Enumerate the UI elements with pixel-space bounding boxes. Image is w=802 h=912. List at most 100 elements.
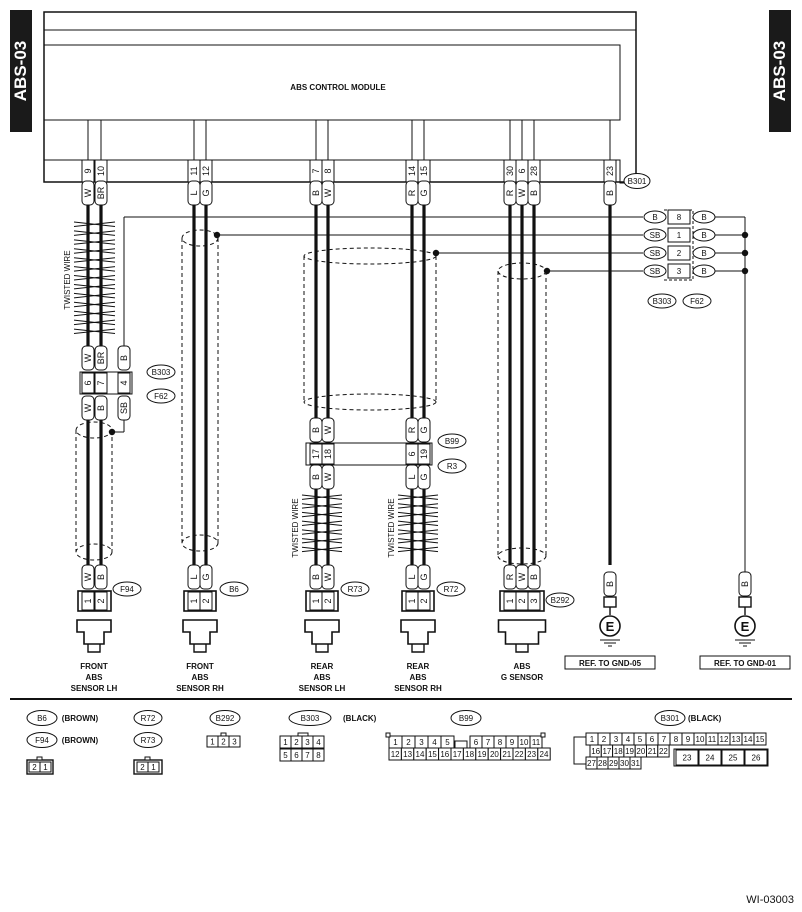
shield-bus-dot-1 <box>741 231 749 239</box>
comp-1-pin-2: 2 <box>201 598 211 603</box>
comp-2-pin-2: 2 <box>323 598 333 603</box>
module-pin-10: 10 <box>96 166 106 176</box>
twisted-wire-front-lh-seg <box>73 239 116 245</box>
legend-b99-pin-9: 9 <box>510 738 515 747</box>
comp-0-color-1-box <box>94 564 108 590</box>
legend-b301-pin-31-cell <box>629 756 642 770</box>
legend-b301-pin-3: 3 <box>614 735 619 744</box>
legend-b301-pin-15-cell <box>753 732 767 746</box>
comp-2-pin-1: 1 <box>311 598 321 603</box>
legend-b301-pin-10: 10 <box>696 735 705 744</box>
legend-2pin-a-2: 2 <box>32 763 37 772</box>
legend-b99-pin-8: 8 <box>498 738 503 747</box>
sensor-3-stem <box>411 644 425 653</box>
legend-b99-key <box>454 740 468 749</box>
twisted-wire-front-lh-seg <box>73 230 116 236</box>
legend-b301-pin-7: 7 <box>662 735 667 744</box>
twisted-wire-rear-rh-seg <box>397 511 439 518</box>
connector-r72-oval <box>436 581 466 597</box>
lh-top-color-1-box <box>94 345 108 371</box>
sensor-3-name-0: REAR <box>407 662 430 671</box>
sensor-2-housing <box>304 619 340 645</box>
legend-b99-pin-19: 19 <box>478 750 487 759</box>
legend-b99-pin-2: 2 <box>406 738 411 747</box>
legend-b301-pin-20: 20 <box>636 747 645 756</box>
rear-inline-pin-19-cell <box>417 443 431 465</box>
twisted-wire-rear-lh-seg <box>301 546 343 553</box>
ground-0-symbol-ring <box>599 615 621 637</box>
lh-inline-frame <box>79 371 133 395</box>
lh-top-color-2: B <box>119 355 129 361</box>
legend-b301-bracket <box>573 736 586 765</box>
twisted-wire-rear-lh-seg <box>301 511 343 518</box>
legend-b301-pin-22: 22 <box>659 747 668 756</box>
legend-b301-oval <box>654 710 686 726</box>
shield-front-rh-top <box>181 229 219 247</box>
legend-b303-pin-5: 5 <box>283 751 288 760</box>
legend-b303-pin-4: 4 <box>316 738 321 747</box>
comp-0-pin-1-cell <box>81 591 95 611</box>
module-pin-6: 6 <box>517 168 527 173</box>
lh-inline-f62: F62 <box>154 392 168 401</box>
legend-b301-pin-13: 13 <box>732 735 741 744</box>
legend-2pin-b-1: 1 <box>151 763 156 772</box>
sensor-3-name-1: ABS <box>410 673 428 682</box>
wire-color-23: B <box>605 190 615 196</box>
legend-b99-pin-3: 3 <box>419 738 424 747</box>
connector-r73-oval <box>340 581 370 597</box>
comp-4-pin-2: 2 <box>517 598 527 603</box>
rear-top-color-1: W <box>323 425 333 434</box>
twisted-wire-rear-rh <box>397 494 439 553</box>
legend-b99-mark-l <box>385 732 391 738</box>
twisted-wire-front-lh-seg <box>73 310 116 317</box>
connector-b301-oval <box>623 173 651 189</box>
sensor-0-stem <box>87 644 101 653</box>
shield-joint-pin-1 <box>667 227 691 243</box>
rear-inline-pin-18: 18 <box>323 449 333 459</box>
sensor-2-name-2: SENSOR LH <box>299 684 346 693</box>
legend-b6: B6 <box>37 714 47 723</box>
shield-joint-pin-label-2: 2 <box>677 249 682 258</box>
legend-b301-pin-16: 16 <box>591 747 600 756</box>
lh-inline-f62-oval <box>146 388 176 404</box>
legend-b99-pin-10: 10 <box>520 738 529 747</box>
legend-b301-pin-27: 27 <box>587 759 596 768</box>
comp-4-pin-3: 3 <box>529 598 539 603</box>
control-module-outline <box>43 11 637 183</box>
module-pin-8: 8 <box>323 168 333 173</box>
sensor-0 <box>76 619 112 653</box>
legend-b303-key <box>297 732 309 737</box>
legend-b292-pin-3: 3 <box>232 738 237 747</box>
lh-inline-pin-7: 7 <box>96 380 106 385</box>
sensor-1 <box>182 619 218 653</box>
wire-color-6: W <box>517 188 527 197</box>
legend-b303: B303 <box>301 714 320 723</box>
lh-bottom-color-1: B <box>96 405 106 411</box>
twisted-wire-rear-lh-seg <box>301 538 343 544</box>
legend-b301-pin-30: 30 <box>620 759 629 768</box>
legend-b303-oval <box>288 710 332 726</box>
lh-sb-dot <box>108 428 116 436</box>
wire-color-30: R <box>505 189 515 196</box>
legend-b292-pin-1: 1 <box>210 738 215 747</box>
legend-b99-pin-15: 15 <box>428 750 437 759</box>
legend-b303-pin-2: 2 <box>294 738 299 747</box>
twisted-wire-front-lh-seg <box>73 292 116 299</box>
legend-b292: B292 <box>216 714 235 723</box>
connector-b301: B301 <box>628 177 647 186</box>
comp-3-pin-2: 2 <box>419 598 429 603</box>
lh-bottom-color-1-box <box>94 395 108 421</box>
legend-b301-pin-17: 17 <box>602 747 611 756</box>
wire-color-11: L <box>189 190 199 195</box>
connector-b292-oval <box>545 592 575 608</box>
comp-4-pin-3-cell <box>527 591 541 611</box>
shield-rear-bottom <box>303 393 437 411</box>
twisted-wire-rear-lh-seg <box>301 503 343 509</box>
shield-joint-right-3: B <box>701 267 706 276</box>
legend-f94-oval <box>26 732 58 748</box>
legend-b99-pin-22: 22 <box>515 750 524 759</box>
lh-bottom-color-0: W <box>83 403 93 412</box>
comp-3-pin-2-cell <box>417 591 431 611</box>
rear-bottom-color-1: W <box>323 472 333 481</box>
